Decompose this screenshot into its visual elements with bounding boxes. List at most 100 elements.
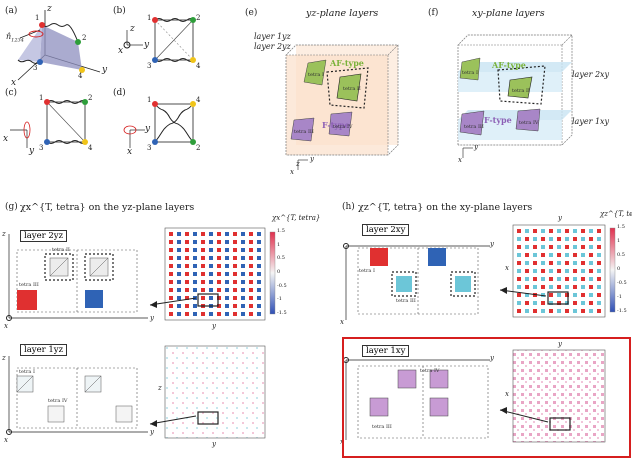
heatmap-cell: [217, 248, 221, 252]
heatmap-cell: [217, 288, 221, 292]
heatmap-cell: [193, 304, 197, 308]
heatmap-cell: [589, 229, 593, 233]
heatmap-cell: [209, 296, 213, 300]
heatmap-cell: [185, 256, 189, 260]
axis-x-f: x: [458, 156, 462, 164]
heatmap-cell: [249, 272, 253, 276]
e-tetra-II: tetra II: [343, 86, 361, 92]
heatmap-cell: [217, 272, 221, 276]
panel-label-e: (e): [245, 8, 258, 18]
heatmap-cell: [185, 288, 189, 292]
heatmap-cell: [185, 296, 189, 300]
heatmap-cell: [241, 280, 245, 284]
heatmap-cell: [169, 256, 173, 260]
e-layer1-label: layer 1yz: [254, 32, 291, 41]
heatmap-cell: [209, 232, 213, 236]
heatmap-cell: [209, 256, 213, 260]
vertex-1-a: 1: [35, 14, 40, 22]
heatmap-cell: [525, 277, 529, 281]
panel-g-heatmap2: [149, 227, 276, 321]
heatmap-cell: [565, 253, 569, 257]
g2-tetra-II: tetra II: [52, 247, 70, 253]
heatmap-cell: [525, 253, 529, 257]
colorbar-tick: 1.5: [617, 224, 625, 230]
heatmap-cell: [597, 309, 601, 313]
colorbar-tick: 1: [617, 238, 621, 244]
axis-x-h1: x: [340, 438, 344, 446]
heatmap-cell: [233, 280, 237, 284]
heatmap-cell: [225, 296, 229, 300]
heatmap-cell: [597, 253, 601, 257]
heatmap-cell: [597, 277, 601, 281]
heatmap-cell: [589, 309, 593, 313]
axis-z-b: z: [130, 24, 135, 34]
heatmap-cell: [249, 280, 253, 284]
heatmap-cell: [257, 232, 261, 236]
heatmap-cell: [177, 240, 181, 244]
g-title: χx^{T, tetra} on the yz-plane layers: [20, 202, 195, 213]
heatmap-cell: [533, 245, 537, 249]
vector-n-label: n̂1234: [6, 32, 24, 44]
heatmap-cell: [549, 277, 553, 281]
axis-y-e: y: [310, 155, 314, 163]
heatmap-cell: [589, 261, 593, 265]
vertex-4-a: 4: [78, 72, 83, 80]
heatmap-cell: [549, 253, 553, 257]
heatmap-cell: [249, 296, 253, 300]
axis-y-c: y: [29, 146, 35, 156]
heatmap-cell: [557, 229, 561, 233]
heatmap-cell: [549, 245, 553, 249]
panel-g-layer2: [6, 234, 148, 321]
heatmap-cell: [549, 285, 553, 289]
heatmap-cell: [257, 288, 261, 292]
axis-y-f: y: [474, 143, 478, 151]
heatmap-cell: [193, 256, 197, 260]
heatmap-cell: [557, 301, 561, 305]
heatmap-cell: [241, 272, 245, 276]
colorbar-tick: -0.5: [277, 282, 287, 289]
axis-x-g1: x: [4, 436, 8, 444]
heatmap-cell: [249, 256, 253, 260]
panel-label-f: (f): [428, 8, 439, 18]
heatmap-cell: [225, 288, 229, 292]
heatmap-cell: [597, 301, 601, 305]
heatmap-cell: [177, 280, 181, 284]
heatmap-cell: [233, 264, 237, 268]
heatmap-cell: [217, 264, 221, 268]
heatmap-cell: [241, 232, 245, 236]
heatmap-cell: [597, 237, 601, 241]
heatmap-cell: [201, 312, 205, 316]
panel-a-tetrahedron: [17, 10, 101, 81]
heatmap-cell: [573, 285, 577, 289]
heatmap-cell: [565, 309, 569, 313]
heatmap-cell: [249, 312, 253, 316]
vertex-4-b: 4: [196, 62, 201, 70]
g-layer1-box: layer 1yz: [20, 344, 68, 356]
heatmap-cell: [517, 277, 521, 281]
heatmap-cell: [581, 301, 585, 305]
heatmap-cell: [517, 309, 521, 313]
heatmap-cell: [217, 256, 221, 260]
heatmap-cell: [589, 237, 593, 241]
colorbar-tick: -0.5: [617, 280, 627, 286]
heatmap-cell: [177, 288, 181, 292]
heatmap-cell: [541, 285, 545, 289]
heatmap-cell: [549, 261, 553, 265]
heatmap-cell: [517, 269, 521, 273]
heatmap-cell: [209, 264, 213, 268]
heatmap-cell: [573, 269, 577, 273]
heatmap-cell: [589, 245, 593, 249]
heatmap-cell: [581, 293, 585, 297]
heatmap-cell: [525, 245, 529, 249]
heatmap-cell: [597, 245, 601, 249]
heatmap-cell: [257, 280, 261, 284]
heatmap-cell: [233, 312, 237, 316]
heatmap-cell: [257, 240, 261, 244]
heatmap-cell: [241, 240, 245, 244]
axis-y-g1map: y: [212, 440, 216, 448]
heatmap-cell: [517, 253, 521, 257]
panel-g-layer1: [6, 356, 148, 435]
heatmap-cell: [541, 229, 545, 233]
f-tetra-II: tetra II: [512, 88, 530, 94]
heatmap-cell: [597, 293, 601, 297]
